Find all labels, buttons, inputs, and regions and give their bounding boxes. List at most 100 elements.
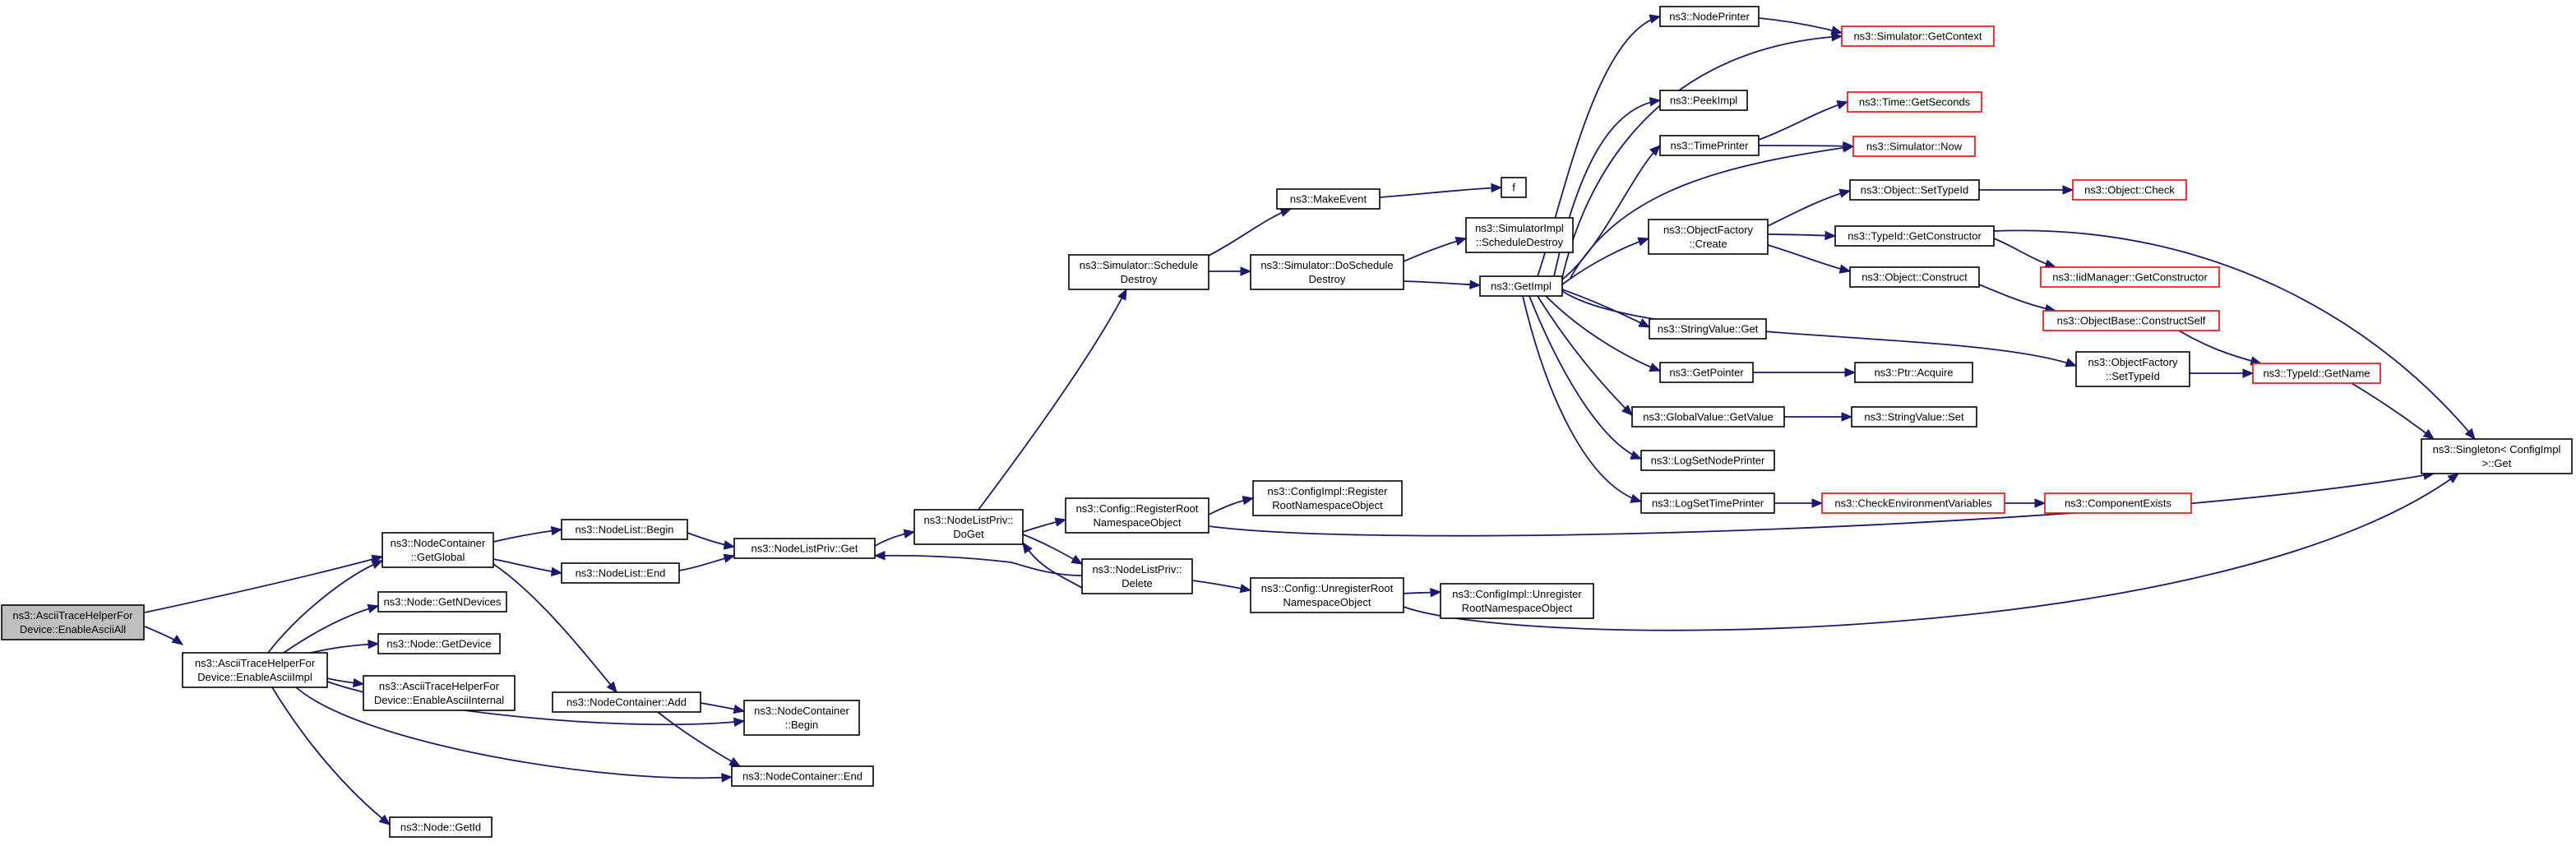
function-node-box [1659,90,1748,111]
function-node[interactable]: ns3::PeekImpl [1659,90,1748,111]
function-node[interactable]: ns3::IidManager::GetConstructor [2040,266,2220,288]
function-node[interactable]: ns3::Simulator::ScheduleDestroy [1068,254,1209,290]
function-node[interactable]: ns3::GetPointer [1659,362,1754,383]
function-node[interactable]: ns3::NodeContainer::GetGlobal [382,532,494,568]
function-node[interactable]: ns3::Simulator::GetContext [1841,25,1995,47]
function-node[interactable]: ns3::Object::SetTypeId [1849,179,1980,201]
function-node-box [2044,492,2192,514]
function-node-label: ::GetGlobal [411,551,465,563]
function-node[interactable]: ns3::ComponentExists [2044,492,2192,514]
function-node[interactable]: ns3::Ptr::Acquire [1854,362,1973,383]
function-node[interactable]: ns3::MakeEvent [1276,188,1380,210]
call-edge-arrowhead [1637,237,1650,247]
function-node-label: ns3::Time::GetSeconds [1859,96,1971,109]
call-edge [1993,229,2476,440]
function-node[interactable]: ns3::NodeListPriv::Delete [1081,558,1193,594]
function-node[interactable]: ns3::NodeListPriv::Get [733,538,876,559]
function-node[interactable]: ns3::NodeListPriv::DoGet [913,509,1024,545]
call-edge [1561,238,1649,285]
function-node[interactable]: ns3::Config::UnregisterRootNamespaceObje… [1250,577,1404,613]
call-edge-arrowhead [1649,14,1662,24]
function-node[interactable]: ns3::NodeContainer::Add [552,691,701,713]
call-edge-arrowhead [2447,473,2460,484]
function-node-box [1851,406,1977,428]
call-edge-arrowhead [1630,493,1643,503]
call-edge [1570,146,1854,279]
function-node[interactable]: ns3::ConfigImpl::UnregisterRootNamespace… [1440,583,1594,619]
function-node[interactable]: ns3::NodeList::End [561,562,680,584]
function-node[interactable]: ns3::NodeContainer::End [731,765,874,787]
call-edge-arrowhead [1838,188,1852,198]
function-node[interactable]: ns3::Node::GetNDevices [377,591,507,613]
call-edge [1537,295,1633,416]
call-edge [1978,284,2056,312]
function-node-label: ns3::PeekImpl [1670,95,1737,107]
call-edge-arrowhead [367,603,380,613]
function-node[interactable]: ns3::Node::GetDevice [377,633,501,654]
call-edge-arrowhead [352,677,365,688]
function-node-label: ns3::GlobalValue::GetValue [1643,411,1774,423]
function-node-label: ns3::GetImpl [1491,280,1552,293]
function-node-label: ns3::NodeListPriv:: [923,514,1013,526]
function-node[interactable]: ns3::ObjectFactory::SetTypeId [2075,351,2190,387]
function-node[interactable]: ns3::Object::Check [2072,179,2187,201]
function-node[interactable]: ns3::TypeId::GetName [2252,363,2381,384]
function-node[interactable]: f [1501,177,1527,198]
call-edge [1758,101,1848,141]
function-node-label: ns3::NodePrinter [1669,11,1750,23]
function-node-box [552,691,701,713]
function-node[interactable]: ns3::GetImpl [1479,275,1563,297]
function-node[interactable]: ns3::Simulator::Now [1852,136,1976,157]
call-edge [267,560,383,654]
function-node[interactable]: ns3::StringValue::Set [1851,406,1977,428]
function-node[interactable]: ns3::Time::GetSeconds [1847,91,1982,113]
function-node[interactable]: ns3::LogSetNodePrinter [1640,450,1775,471]
function-node[interactable]: ns3::CheckEnvironmentVariables [1821,492,2005,514]
function-node-box [1849,266,1980,288]
function-node-label: ns3::Node::GetNDevices [383,596,502,608]
function-node[interactable]: ns3::ConfigImpl::RegisterRootNamespaceOb… [1252,480,1403,516]
function-node[interactable]: ns3::AsciiTraceHelperForDevice::EnableAs… [182,652,328,688]
call-edge-arrowhead [2242,368,2255,378]
function-node[interactable]: ns3::NodeContainer::Begin [743,700,860,736]
function-node-label: Device::EnableAsciiImpl [197,671,312,683]
call-edge [1767,190,1851,227]
function-node-box [2075,351,2190,387]
function-node[interactable]: ns3::TypeId::GetConstructor [1834,225,1995,247]
call-edge [1403,473,2459,631]
call-edge-arrowhead [1054,517,1067,527]
function-node[interactable]: ns3::StringValue::Get [1649,318,1767,340]
call-edge-arrowhead [1491,183,1503,193]
function-node[interactable]: ns3::Object::Construct [1849,266,1980,288]
function-node[interactable]: ns3::LogSetTimePrinter [1640,492,1775,514]
function-node[interactable]: ns3::AsciiTraceHelperForDevice::EnableAs… [1,604,145,640]
function-node[interactable]: ns3::AsciiTraceHelperForDevice::EnableAs… [363,675,516,711]
call-edge-arrowhead [550,566,563,577]
function-node-box [382,532,494,568]
function-node[interactable]: ns3::NodePrinter [1659,6,1760,27]
call-edge-arrowhead [1836,100,1849,110]
function-node-label: Device::EnableAsciiAll [20,623,126,636]
call-edge-arrowhead [1630,451,1643,460]
function-node[interactable]: ns3::NodeList::Begin [561,519,688,540]
call-edge-arrowhead [1638,318,1651,328]
function-node[interactable]: ns3::TimePrinter [1659,135,1760,156]
function-node-label: ns3::ComponentExists [2065,497,2172,510]
function-node[interactable]: ns3::ObjectFactory::Create [1648,219,1769,255]
function-node[interactable]: ns3::Node::GetId [389,816,493,838]
function-node[interactable]: ns3::GlobalValue::GetValue [1631,406,1785,428]
function-node-label: ::Begin [785,719,818,731]
function-node[interactable]: ns3::ObjectBase::ConstructSelf [2042,310,2220,331]
function-node-label: ns3::StringValue::Get [1658,323,1759,335]
function-node-box [1276,188,1380,210]
call-edge [1379,187,1502,198]
function-node[interactable]: ns3::Singleton< ConfigImpl >::Get [2421,438,2573,474]
function-node-box [377,591,507,613]
function-node-label: ns3::NodeList::End [576,567,666,580]
function-node[interactable]: ns3::SimulatorImpl::ScheduleDestroy [1465,217,1574,253]
call-edge [144,556,383,613]
call-edge [295,687,733,779]
